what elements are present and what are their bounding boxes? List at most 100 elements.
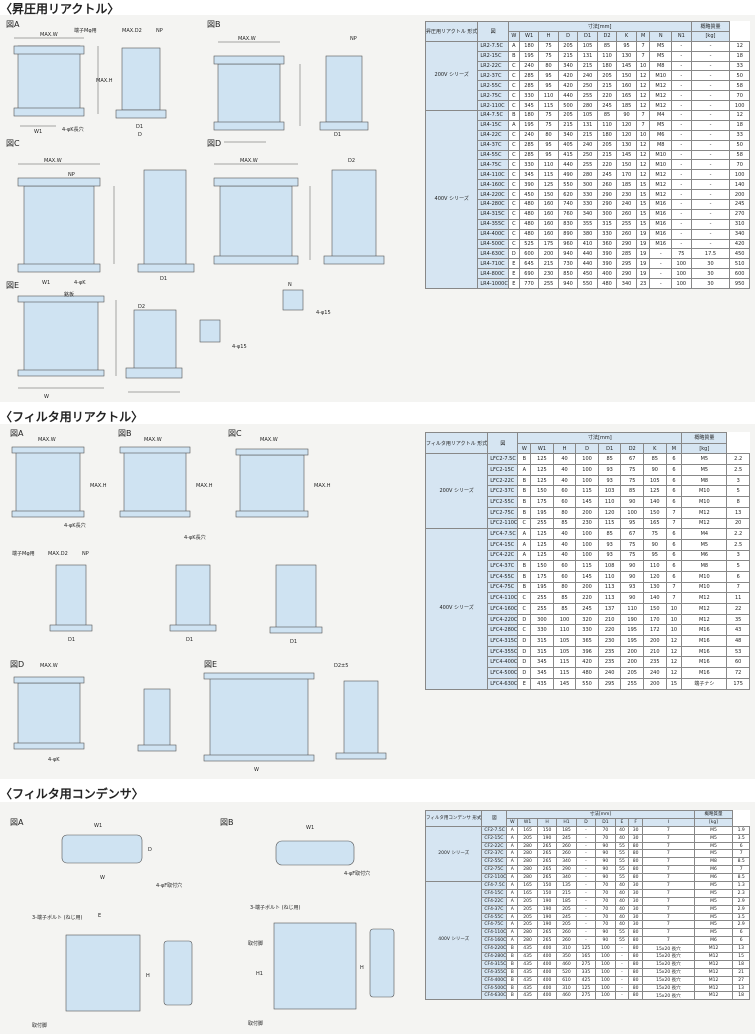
table-cell: M5 xyxy=(681,464,728,476)
table-cell: 7 xyxy=(641,825,695,835)
table-cell: M12 xyxy=(681,613,728,626)
table-cell: 2.9 xyxy=(732,904,750,914)
series-group-label: 400V シリーズ xyxy=(424,881,483,1001)
dim-label: 取付脚 xyxy=(32,1022,47,1029)
table-cell: 180 xyxy=(596,129,618,141)
table-cell: 290 xyxy=(596,199,618,210)
table-cell: C xyxy=(507,189,520,201)
table-cell: 70 xyxy=(729,159,750,171)
table-cell: 215 xyxy=(596,80,618,92)
table-cell: 6 xyxy=(665,528,683,540)
table-cell: 75 xyxy=(620,538,644,551)
table-cell: E xyxy=(507,258,520,270)
table-cell: 100 xyxy=(595,975,616,985)
table-cell: 260 xyxy=(616,228,637,240)
table-cell: 80 xyxy=(628,983,643,993)
table-cell: M5 xyxy=(681,538,728,551)
table-cell: 70 xyxy=(595,904,616,914)
table-cell: 90 xyxy=(595,936,616,946)
table-column-header: W xyxy=(507,30,520,42)
table-cell: 12 xyxy=(665,667,683,679)
table-cell: D xyxy=(517,645,532,658)
table-cell: 30 xyxy=(690,268,731,280)
model-name-cell: LR2-7.5C xyxy=(477,40,509,52)
model-name-cell: LFC4-630C xyxy=(487,677,519,690)
table-cell: C xyxy=(507,228,520,240)
table-cell: 95 xyxy=(538,139,559,151)
model-name-cell: LR2-15C xyxy=(477,50,509,62)
table-cell: 95 xyxy=(538,80,559,92)
table-cell: - xyxy=(671,228,692,240)
dim-label: MAX.W xyxy=(240,158,258,164)
table-cell: 115 xyxy=(538,169,559,181)
table-cell: 330 xyxy=(518,90,540,102)
table-cell: M8 xyxy=(693,857,734,867)
table-cell: 10 xyxy=(665,603,683,615)
table-cell: 80 xyxy=(628,959,643,969)
table-cell: 95 xyxy=(620,517,644,530)
table-cell: 245 xyxy=(596,100,618,112)
dim-label: MAX.W xyxy=(40,663,58,669)
table-cell: 125 xyxy=(530,528,554,540)
model-name-cell: LFC2-15C xyxy=(487,464,519,476)
table-cell: 290 xyxy=(556,865,577,875)
table-cell: A xyxy=(517,538,532,551)
table-cell: 7 xyxy=(641,833,695,843)
table-cell: 6 xyxy=(665,538,683,551)
table-cell: - xyxy=(671,90,692,102)
table-cell: M12 xyxy=(649,90,673,102)
table-cell: 285 xyxy=(518,80,540,92)
step-up-drawing-svg: MAX.W 端子Mφ用 MAX.D2 NP MAX.H W1 4-φK長穴 D1… xyxy=(13,27,385,400)
table-cell: 245 xyxy=(556,912,577,922)
table-cell: 3.5 xyxy=(732,912,750,922)
table-cell: 80 xyxy=(628,952,643,961)
table-cell: 405 xyxy=(557,139,579,151)
table-cell: 310 xyxy=(556,944,577,954)
table-cell: - xyxy=(671,199,692,210)
table-cell: 105 xyxy=(552,635,577,647)
table-cell: 100 xyxy=(575,528,599,540)
dim-label: MAX.W xyxy=(44,158,62,164)
table-cell: 1.3 xyxy=(732,881,750,890)
table-cell: M16 xyxy=(681,667,728,679)
table-cell: 270 xyxy=(729,208,750,220)
table-cell: 30 xyxy=(628,920,643,930)
table-cell: 480 xyxy=(518,228,540,240)
table-cell: 60 xyxy=(726,656,750,669)
table-column-header: W1 xyxy=(530,442,554,455)
dim-label: MAX.D2 xyxy=(48,551,68,557)
table-cell: M6 xyxy=(693,865,734,875)
table-cell: 280 xyxy=(517,841,538,851)
table-cell: M10 xyxy=(681,581,728,594)
table-cell: D xyxy=(517,656,532,669)
table-cell: 30 xyxy=(628,888,643,898)
table-cell: 190 xyxy=(620,613,644,626)
table-cell: 330 xyxy=(575,624,599,637)
table-cell: 435 xyxy=(530,677,554,690)
model-name-cell: LFC4-280C xyxy=(487,624,519,637)
table-cell: 8 xyxy=(726,496,750,508)
table-cell: M5 xyxy=(693,904,734,914)
table-cell: 23 xyxy=(635,278,651,290)
table-cell: 13 xyxy=(732,944,750,954)
model-name-cell: CF4-22C xyxy=(481,896,508,906)
table-cell: A xyxy=(506,825,519,835)
table-cell: 145 xyxy=(575,496,599,508)
table-cell: M12 xyxy=(649,189,673,201)
table-cell: M4 xyxy=(681,528,728,540)
table-cell: - xyxy=(614,952,630,961)
table-cell: 7 xyxy=(732,849,750,859)
table-cell: 255 xyxy=(538,278,559,290)
dim-label: W xyxy=(44,394,49,400)
table-cell: 100 xyxy=(595,991,616,1001)
model-name-cell: LFC4-315C xyxy=(487,635,519,647)
table-cell: 145 xyxy=(575,570,599,583)
table-cell: 770 xyxy=(518,278,540,290)
table-cell: 295 xyxy=(597,677,622,690)
table-cell: 740 xyxy=(557,199,579,210)
